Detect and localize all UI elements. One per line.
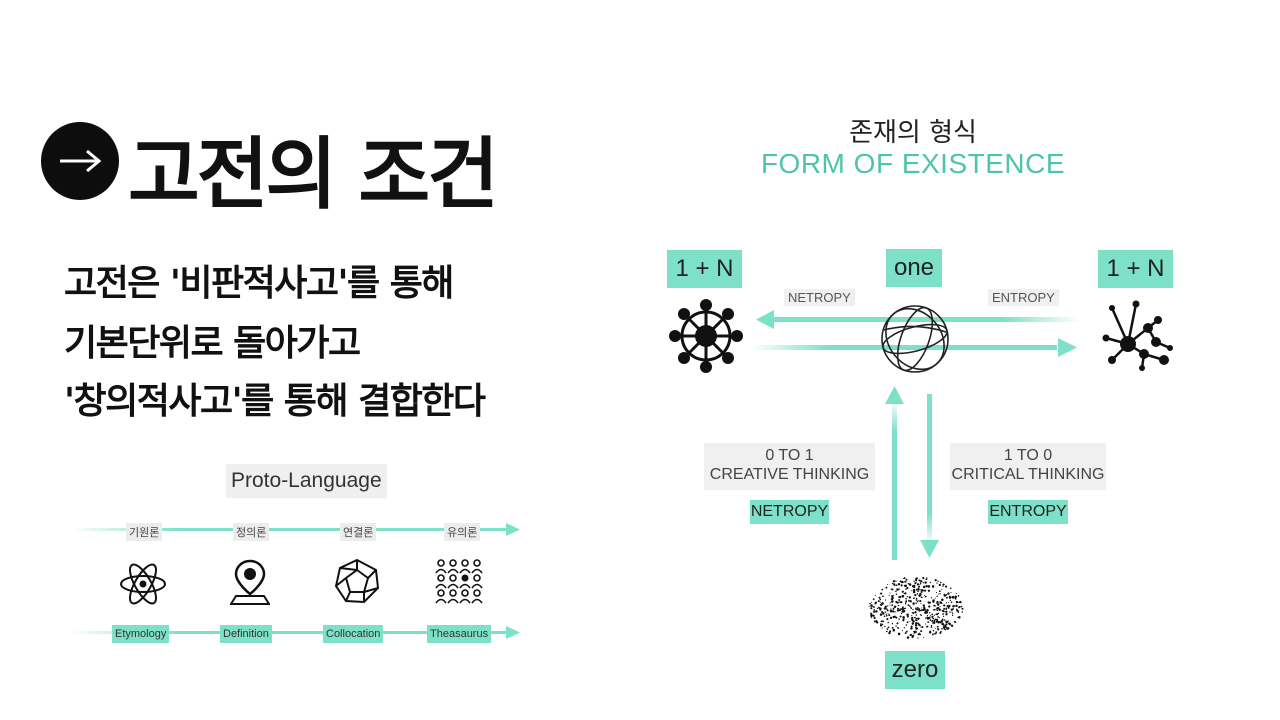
proto-top-arrow-head xyxy=(506,523,520,536)
polyhedron-icon xyxy=(334,558,380,604)
network-cluster-icon xyxy=(668,298,744,374)
proto-label-korean-1: 기원론 xyxy=(126,523,162,541)
netropy-arrow-head xyxy=(756,310,774,329)
center-node-label: one xyxy=(886,249,942,287)
creative-thinking-label: CREATIVE THINKING xyxy=(704,465,875,484)
critical-thinking-box: 1 TO 0 CRITICAL THINKING xyxy=(950,443,1106,490)
creative-arrow-line xyxy=(892,400,897,560)
diagram-title-korean: 존재의 형식 xyxy=(0,112,1280,149)
creative-netropy-tag: NETROPY xyxy=(750,500,829,524)
critical-arrow-line xyxy=(927,394,932,544)
entropy-label: ENTROPY xyxy=(988,289,1059,306)
right-node-label: 1 + N xyxy=(1098,250,1173,288)
proto-label-english-2: Definition xyxy=(220,625,272,643)
globe-icon xyxy=(878,302,952,376)
subtitle-line-1: 고전은 '비판적사고'를 통해 xyxy=(64,254,453,306)
critical-range-label: 1 TO 0 xyxy=(950,446,1106,465)
critical-entropy-tag: ENTROPY xyxy=(988,500,1068,524)
creative-arrow-head xyxy=(885,386,904,404)
left-node-label: 1 + N xyxy=(667,250,742,288)
creative-thinking-box: 0 TO 1 CREATIVE THINKING xyxy=(704,443,875,490)
proto-label-korean-3: 연결론 xyxy=(340,523,376,541)
proto-bottom-arrow-head xyxy=(506,626,520,639)
people-group-icon xyxy=(434,556,486,608)
proto-label-korean-4: 유의론 xyxy=(444,523,480,541)
bottom-node-label: zero xyxy=(885,651,945,689)
proto-label-english-1: Etymology xyxy=(112,625,169,643)
scattered-network-icon xyxy=(1098,298,1176,374)
subtitle-line-3: '창의적사고'를 통해 결합한다 xyxy=(64,372,485,424)
diagram-title-english: FORM OF EXISTENCE xyxy=(0,148,1280,180)
proto-label-english-3: Collocation xyxy=(323,625,383,643)
creative-range-label: 0 TO 1 xyxy=(704,446,875,465)
proto-label-english-4: Theasaurus xyxy=(427,625,491,643)
atom-icon xyxy=(118,560,168,608)
netropy-label: NETROPY xyxy=(784,289,855,306)
entropy-arrow-head xyxy=(1058,338,1077,357)
critical-arrow-head xyxy=(920,540,939,558)
proto-language-title: Proto-Language xyxy=(226,464,387,498)
particle-cloud-icon xyxy=(866,574,966,642)
proto-label-korean-2: 정의론 xyxy=(233,523,269,541)
critical-thinking-label: CRITICAL THINKING xyxy=(950,465,1106,484)
map-pin-icon xyxy=(230,558,270,606)
subtitle-line-2: 기본단위로 돌아가고 xyxy=(64,314,360,366)
